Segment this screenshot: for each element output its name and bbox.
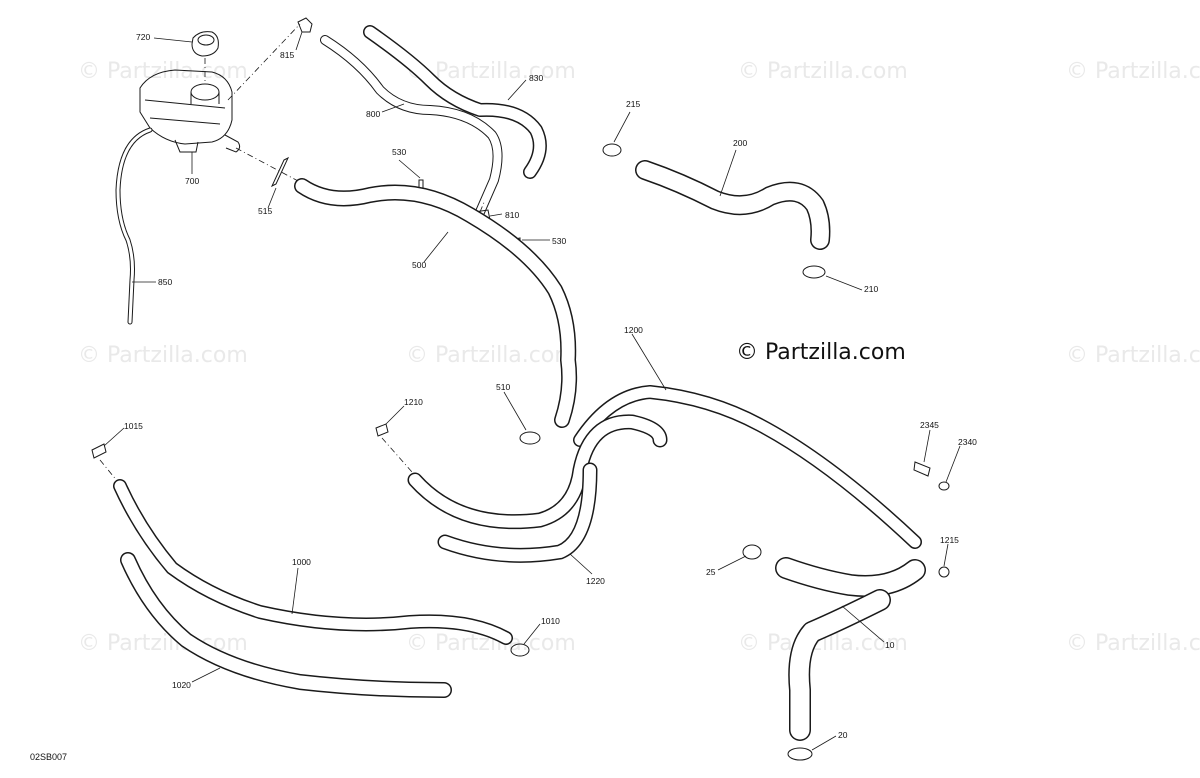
label-215: 215 [626,99,640,109]
nut-2340 [938,481,950,491]
label-720: 720 [136,32,150,42]
coolant-reservoir [139,69,241,153]
faint-watermarks: © Partzilla.com © Partzilla.com © Partzi… [78,59,1200,656]
reservoir-cap [191,31,219,82]
label-500: 500 [412,260,426,270]
faint-watermark: © Partzilla.com [1066,59,1200,84]
faint-watermark: © Partzilla.com [78,59,248,84]
label-1215: 1215 [940,535,959,545]
hose-1200 [573,385,922,549]
label-2345: 2345 [920,420,939,430]
fitting-1015 [91,443,119,483]
label-700: 700 [185,176,199,186]
label-20: 20 [838,730,848,740]
clamp-515 [270,156,290,188]
label-1200: 1200 [624,325,643,335]
hose-1220 [407,414,668,563]
hose-1000 [113,479,513,645]
label-850: 850 [158,277,172,287]
hose-500 [294,178,578,428]
hose-830 [363,25,547,179]
clamp-1010 [510,643,530,657]
label-830: 830 [529,73,543,83]
label-1010: 1010 [541,616,560,626]
label-210: 210 [864,284,878,294]
faint-watermark: © Partzilla.com [1066,343,1200,368]
faint-watermark: © Partzilla.com [1066,631,1200,656]
label-1000: 1000 [292,557,311,567]
partzilla-watermark: © Partzilla.com [736,340,906,365]
label-2340: 2340 [958,437,977,447]
label-1210: 1210 [404,397,423,407]
hose-200 [635,160,831,250]
sensor-2345 [913,461,931,477]
overflow-hose-850 [115,127,153,325]
label-200: 200 [733,138,747,148]
clamp-815 [297,17,313,33]
label-1020: 1020 [172,680,191,690]
label-1015: 1015 [124,421,143,431]
label-510: 510 [496,382,510,392]
faint-watermark: © Partzilla.com [78,343,248,368]
label-515: 515 [258,206,272,216]
clamp-25 [742,544,762,560]
label-25: 25 [706,567,716,577]
label-10: 10 [885,640,895,650]
clamp-20 [787,747,813,761]
label-810: 810 [505,210,519,220]
faint-watermark: © Partzilla.com [406,343,576,368]
faint-watermark: © Partzilla.com [738,59,908,84]
clamp-510 [519,431,541,445]
part-labels: 720 815 830 800 215 200 700 530 515 810 … [124,32,977,740]
label-530-top: 530 [392,147,406,157]
diagram-code: 02SB007 [30,752,68,762]
label-800: 800 [366,109,380,119]
leader-lines [103,31,961,751]
clamp-215 [602,143,622,157]
hose-1020 [120,552,452,698]
plug-1210 [375,423,413,473]
clamp-1215 [938,566,950,578]
label-1220: 1220 [586,576,605,586]
hose-10 [775,557,926,741]
label-530-bottom: 530 [552,236,566,246]
clamp-210 [802,265,826,279]
label-815: 815 [280,50,294,60]
hose-800 [320,35,503,217]
